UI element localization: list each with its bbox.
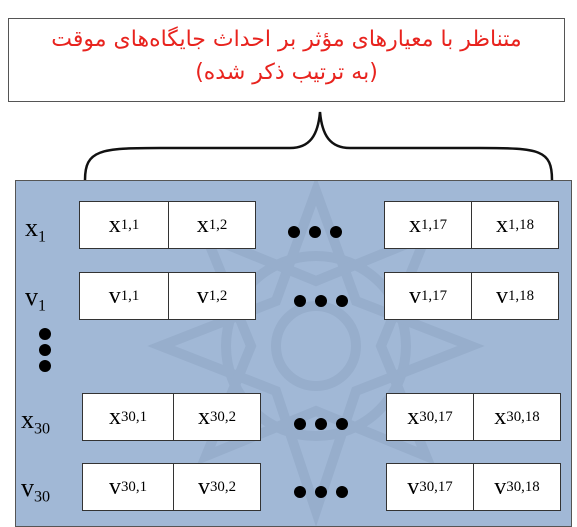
- caption-box: متناظر با معیارهای مؤثر بر احداث جایگاه‌…: [8, 18, 565, 102]
- vertical-ellipsis: [39, 328, 51, 372]
- horizontal-ellipsis: [294, 418, 348, 430]
- horizontal-ellipsis: [288, 226, 342, 238]
- caption-line-1: متناظر با معیارهای مؤثر بر احداث جایگاه‌…: [51, 27, 522, 52]
- horizontal-ellipsis: [294, 295, 348, 307]
- row-label-v30: v30: [21, 473, 51, 506]
- caption-line-2: (به ترتیب ذکر شده): [195, 60, 378, 85]
- row-label-x30: x30: [21, 405, 51, 438]
- horizontal-ellipsis: [294, 486, 348, 498]
- row-label-v1: v1: [25, 282, 47, 315]
- row-label-x1: x1: [25, 213, 47, 246]
- curly-brace: [83, 111, 554, 181]
